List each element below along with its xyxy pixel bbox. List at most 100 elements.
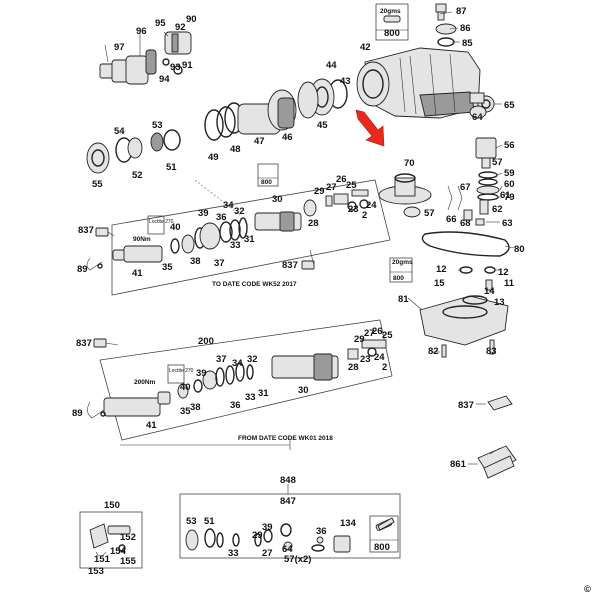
spindle-assembly-2017 xyxy=(112,189,369,263)
label-p155: 155 xyxy=(120,556,137,567)
kit-848-frame xyxy=(179,493,401,559)
loctite-box-1 xyxy=(147,215,165,235)
label-p56: 56 xyxy=(504,140,515,151)
label-p31b: 31 xyxy=(258,388,269,399)
label-p154: 154 xyxy=(110,546,127,557)
label-p53b: 53 xyxy=(186,516,197,527)
label-p37a: 37 xyxy=(214,258,225,269)
label-p37b: 37 xyxy=(216,354,227,365)
label-p39c: 39 xyxy=(262,522,273,533)
label-p62: 62 xyxy=(492,204,503,215)
label-p67: 67 xyxy=(460,182,471,193)
label-p847: 847 xyxy=(280,496,296,507)
label-p134: 134 xyxy=(340,518,357,529)
gearbox-housing xyxy=(356,47,495,119)
label-p151: 151 xyxy=(94,554,111,565)
label-p24b: 24 xyxy=(374,352,385,363)
label-p64: 64 xyxy=(472,112,483,123)
label-p60: 60 xyxy=(504,179,515,190)
label-p91: 91 xyxy=(182,60,193,71)
plate-81 xyxy=(419,266,509,358)
label-p837a: 837 xyxy=(78,225,94,236)
label-p35b: 35 xyxy=(180,406,191,417)
group-150-parts xyxy=(89,523,131,557)
label-p57a: 57 xyxy=(492,157,503,168)
label-p59: 59 xyxy=(504,168,515,179)
grease-box-top xyxy=(375,3,409,41)
label-p25a: 25 xyxy=(346,180,357,191)
label-p44: 44 xyxy=(326,60,337,71)
label-p150: 150 xyxy=(104,500,120,511)
label-p12b: 12 xyxy=(498,267,509,278)
belt-80 xyxy=(421,231,510,257)
label-p51: 51 xyxy=(166,162,177,173)
red-arrow-icon xyxy=(355,109,385,147)
loctite-note-1: Loctite 270 xyxy=(149,219,174,225)
label-p26a: 26 xyxy=(336,174,347,185)
label-p65: 65 xyxy=(504,100,515,111)
panel-wk52-2017 xyxy=(111,179,391,296)
label-p28a: 28 xyxy=(308,218,319,229)
label-p33b: 33 xyxy=(245,392,256,403)
label-p82: 82 xyxy=(428,346,439,357)
label-p36a: 36 xyxy=(216,212,227,223)
spindle-assembly-2018 xyxy=(103,339,387,417)
label-p800b: 800 xyxy=(261,179,272,186)
label-p49: 49 xyxy=(208,152,219,163)
tag-837c xyxy=(93,338,107,348)
label-p29c: 29 xyxy=(252,530,263,541)
label-p837b: 837 xyxy=(282,260,298,271)
label-p40b: 40 xyxy=(180,382,191,393)
label-p33a: 33 xyxy=(230,240,241,251)
label-p153: 153 xyxy=(88,566,104,577)
label-p92: 92 xyxy=(175,22,186,33)
grease-box-mid xyxy=(257,163,279,187)
cylinder-group xyxy=(204,81,319,141)
label-p837d: 837 xyxy=(458,400,474,411)
front-seal-group xyxy=(86,129,181,174)
date-code-from: FROM DATE CODE WK01 2018 xyxy=(238,435,333,442)
label-p800c: 800 xyxy=(393,275,404,282)
copyright-mark: © xyxy=(584,584,591,595)
label-p63: 63 xyxy=(502,218,513,229)
loctite-box-2 xyxy=(167,364,185,384)
label-p30b: 30 xyxy=(298,385,309,396)
annotation-notes: 20gms 20gms Loctite 270 Loctite 270 90Nm… xyxy=(133,8,591,595)
label-p41a: 41 xyxy=(132,268,143,279)
label-p34b: 34 xyxy=(232,358,243,369)
group-150-frame xyxy=(79,511,143,569)
label-p23a: 23 xyxy=(348,204,359,215)
label-p86: 86 xyxy=(460,23,471,34)
label-p26b: 26 xyxy=(372,326,383,337)
label-p28b: 28 xyxy=(348,362,359,373)
hook-89b xyxy=(87,401,106,419)
label-p2b: 2 xyxy=(382,362,387,373)
label-p29a: 29 xyxy=(314,186,325,197)
chuck-assembly xyxy=(99,31,192,85)
label-p90: 90 xyxy=(186,14,197,25)
label-p54: 54 xyxy=(114,126,125,137)
label-p51b: 51 xyxy=(204,516,215,527)
label-p27a: 27 xyxy=(326,182,337,193)
label-p89a: 89 xyxy=(77,264,88,275)
label-p11: 11 xyxy=(504,278,515,289)
label-p83: 83 xyxy=(486,346,497,357)
label-p38b: 38 xyxy=(190,402,201,413)
carry-case-icon xyxy=(477,445,517,479)
grease-note-2: 20gms xyxy=(392,259,413,266)
label-p36c: 36 xyxy=(316,526,327,537)
label-p36b: 36 xyxy=(230,400,241,411)
label-p14: 14 xyxy=(484,286,495,297)
label-p23b: 23 xyxy=(360,354,371,365)
date-code-to: TO DATE CODE WK52 2017 xyxy=(212,281,297,288)
label-p29b: 29 xyxy=(354,334,365,345)
label-p15: 15 xyxy=(434,278,445,289)
label-p52: 52 xyxy=(132,170,143,181)
label-p61: 61 xyxy=(500,190,511,201)
label-p152: 152 xyxy=(120,532,136,543)
label-p96: 96 xyxy=(136,26,147,37)
label-p800d: 800 xyxy=(374,542,390,553)
label-p861: 861 xyxy=(450,459,467,470)
grease-box-81 xyxy=(389,257,413,283)
